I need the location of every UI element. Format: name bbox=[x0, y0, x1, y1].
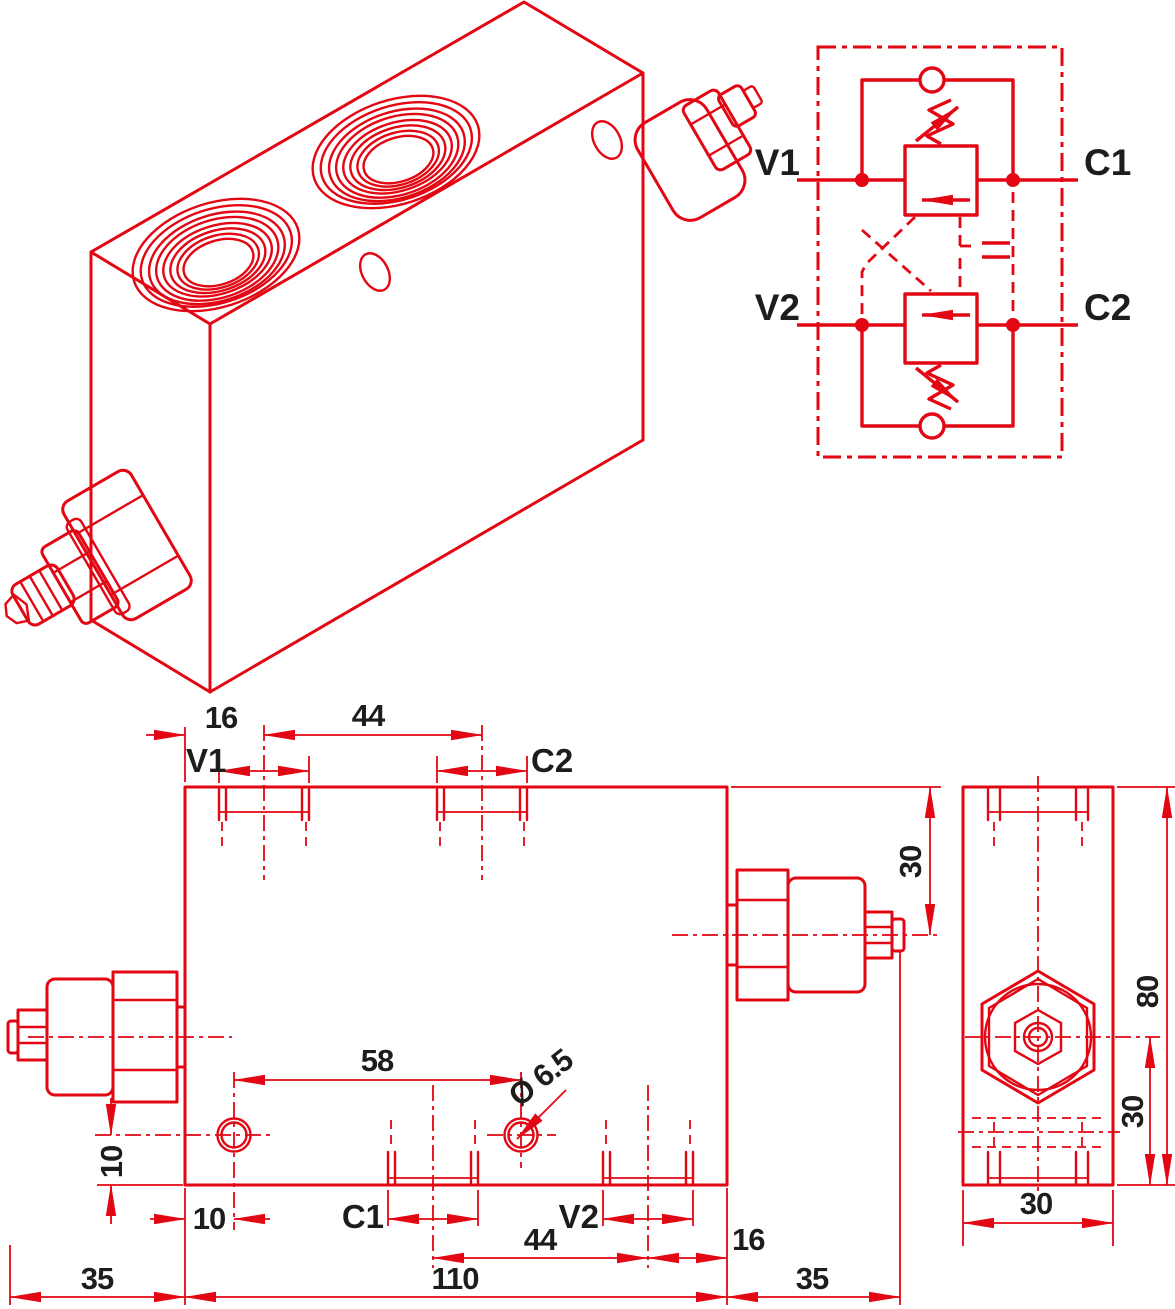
svg-text:16: 16 bbox=[205, 700, 238, 735]
schematic-port-label-c1: C1 bbox=[1084, 142, 1131, 183]
svg-text:35: 35 bbox=[796, 1261, 829, 1296]
dim-10-left-vertical: 10 bbox=[94, 1098, 183, 1224]
dim-110-width: 110 bbox=[184, 1188, 728, 1305]
iso-threaded-port-right bbox=[311, 94, 481, 210]
svg-text:10: 10 bbox=[193, 1201, 225, 1236]
dim-10-bottom: 10 bbox=[150, 1201, 270, 1236]
dim-44-top: 44 bbox=[263, 698, 483, 741]
mounting-hole-left bbox=[95, 1072, 275, 1230]
schematic-port-label-c2: C2 bbox=[1084, 287, 1131, 328]
svg-text:16: 16 bbox=[732, 1222, 765, 1257]
svg-text:44: 44 bbox=[352, 698, 386, 733]
svg-text:110: 110 bbox=[431, 1261, 478, 1296]
dim-35-left: 35 bbox=[9, 1245, 186, 1305]
side-port-bottom bbox=[986, 1122, 1090, 1187]
dim-30-width: 30 bbox=[962, 1186, 1114, 1246]
svg-text:30: 30 bbox=[1115, 1096, 1150, 1128]
schematic-boundary-box bbox=[816, 45, 1064, 459]
iso-cartridge-left bbox=[4, 468, 193, 627]
iso-cartridge-right bbox=[633, 84, 763, 222]
front-port-v1: V1 bbox=[186, 725, 311, 880]
dim-58-holes: 58 bbox=[233, 1043, 522, 1086]
dim-16-bottom: 16 bbox=[647, 1222, 766, 1264]
pilot-lines bbox=[860, 192, 1015, 316]
front-port-c1: C1 bbox=[342, 1085, 480, 1268]
dim-80-height: 80 bbox=[1117, 786, 1175, 1186]
side-cross-drilling bbox=[958, 1117, 1120, 1148]
svg-text:10: 10 bbox=[94, 1146, 129, 1178]
front-port-label-v1: V1 bbox=[186, 742, 226, 779]
iso-threaded-port-left bbox=[131, 197, 301, 313]
side-port-top bbox=[986, 785, 1090, 852]
front-view: V1 C2 bbox=[6, 698, 941, 1305]
iso-block-outline bbox=[89, 0, 645, 694]
front-cartridge-left bbox=[6, 970, 232, 1104]
front-port-label-c2: C2 bbox=[531, 742, 573, 779]
dim-16-top: 16 bbox=[146, 700, 239, 782]
iso-small-hole-lower bbox=[358, 252, 392, 292]
svg-text:58: 58 bbox=[361, 1043, 394, 1078]
hydraulic-schematic: V1 C1 V2 C2 bbox=[755, 45, 1131, 459]
front-cartridge-right bbox=[672, 868, 941, 1002]
side-view: 80 30 30 bbox=[958, 776, 1175, 1246]
dim-44-bottom: 44 bbox=[432, 1222, 649, 1264]
svg-text:80: 80 bbox=[1130, 976, 1165, 1008]
svg-text:Ø 6.5: Ø 6.5 bbox=[502, 1042, 580, 1114]
dim-30-mid: 30 bbox=[1115, 1036, 1156, 1186]
relief-valve-top bbox=[903, 98, 979, 217]
schematic-port-label-v1: V1 bbox=[755, 142, 800, 183]
dim-35-right: 35 bbox=[726, 952, 901, 1305]
isometric-view bbox=[4, 0, 763, 694]
svg-text:30: 30 bbox=[893, 846, 928, 878]
relief-valve-bottom bbox=[903, 292, 979, 411]
front-block-outline bbox=[183, 785, 729, 1187]
side-cartridge-hex bbox=[965, 969, 1160, 1105]
svg-text:30: 30 bbox=[1020, 1186, 1052, 1221]
dim-30-cartridge: 30 bbox=[731, 786, 941, 936]
schematic-port-label-v2: V2 bbox=[755, 287, 800, 328]
front-port-c2: C2 bbox=[435, 725, 573, 880]
svg-text:44: 44 bbox=[524, 1222, 558, 1257]
check-valve-bottom bbox=[860, 325, 1015, 440]
front-port-label-c1: C1 bbox=[342, 1198, 384, 1235]
svg-text:35: 35 bbox=[81, 1261, 114, 1296]
iso-small-hole-upper bbox=[590, 120, 624, 160]
front-port-v2: V2 bbox=[559, 1085, 695, 1268]
front-port-label-v2: V2 bbox=[559, 1198, 599, 1235]
check-valve-top bbox=[860, 66, 1015, 180]
